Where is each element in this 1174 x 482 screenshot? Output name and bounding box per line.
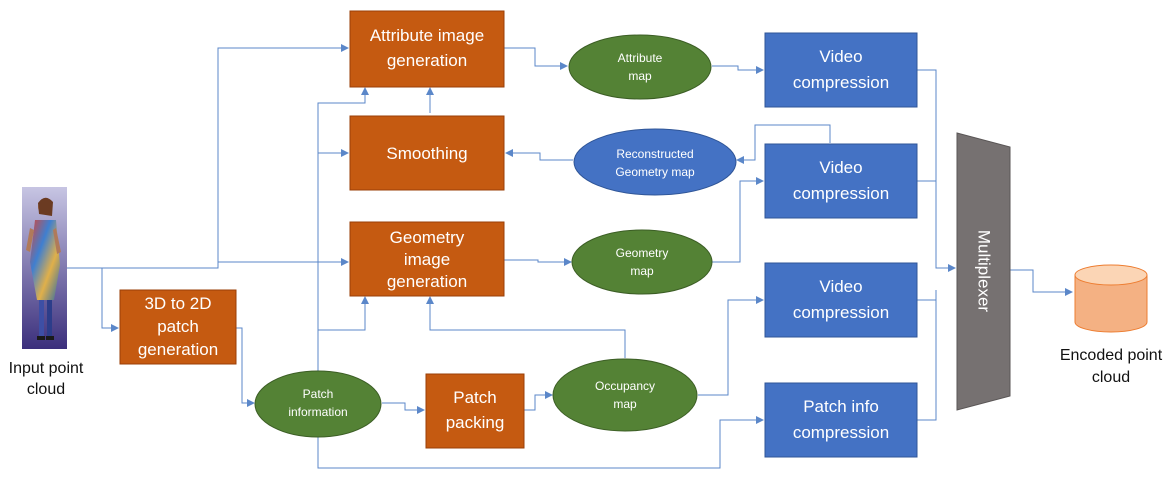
geometry-map-line-2: map [630,264,654,278]
video-compression-1-line-1: Video [819,47,862,66]
geometry-image-generation-line-1: Geometry [390,228,465,247]
video-compression-3-line-2: compression [793,303,889,322]
video-compression-2-box: Video compression [764,143,918,219]
edge-packing-to-occ [524,391,553,411]
geometry-image-generation-line-2: image [404,250,450,269]
patch-packing-box: Patch packing [425,373,525,449]
attribute-image-generation-box: Attribute image generation [349,10,505,88]
video-compression-3-box: Video compression [764,262,918,338]
reconstructed-geometry-map-line-2: Geometry map [615,165,695,179]
edge-geom-map-to-vc2 [712,177,764,263]
video-compression-2-line-1: Video [819,158,862,177]
patch-info-compression-box: Patch info compression [764,382,918,458]
attribute-map-line-1: Attribute [618,51,663,65]
patch-information-line-1: Patch [303,387,334,401]
patch-info-compression-line-1: Patch info [803,397,879,416]
edge-input-to-attr-gen [102,44,349,269]
edge-occ-to-vc3 [698,296,764,396]
edge-patch-gen-to-patch-info [236,327,255,407]
video-compression-1-line-2: compression [793,73,889,92]
edge-vc2-to-recon [736,124,831,164]
patch-info-compression-line-2: compression [793,423,889,442]
smoothing-box: Smoothing [349,115,505,191]
input-label-line-2: cloud [27,381,65,398]
patch-generation-line-3: generation [138,340,218,359]
geometry-map-ellipse: Geometry map [571,229,713,295]
edge-patch-info-bus [317,87,369,372]
output-label-line-1: Encoded point [1060,347,1163,364]
edge-geom-gen-to-geom-map [504,258,572,266]
patch-information-ellipse: Patch information [254,370,382,438]
video-compression-1-box: Video compression [764,32,918,108]
input-label-line-1: Input point [9,360,84,377]
geometry-map-line-1: Geometry [616,246,669,260]
attribute-map-ellipse: Attribute map [568,34,712,100]
input-label: Input point cloud [9,360,84,398]
video-compression-3-line-1: Video [819,277,862,296]
occupancy-map-line-1: Occupancy [595,379,655,393]
database-cylinder-icon [1074,264,1148,333]
patch-generation-line-1: 3D to 2D [144,294,211,313]
edge-recon-to-smoothing [505,149,573,161]
reconstructed-geometry-map-line-1: Reconstructed [616,147,693,161]
edge-vc1-to-mux [917,69,956,272]
geometry-image-generation-box: Geometry image generation [349,221,505,297]
occupancy-map-ellipse: Occupancy map [552,358,698,432]
edge-attr-map-to-vc1 [712,65,764,74]
patch-generation-line-2: patch [157,317,199,336]
patch-information-line-2: information [288,405,347,419]
output-label: Encoded point cloud [1060,347,1163,386]
patch-packing-line-1: Patch [453,388,496,407]
edge-input-to-patch-gen [101,268,119,332]
output-label-line-2: cloud [1092,369,1130,386]
geometry-image-generation-line-3: generation [387,272,467,291]
edges [67,44,1073,469]
input-point-cloud-image [22,187,67,349]
multiplexer-label: Multiplexer [975,230,994,313]
attribute-image-generation-line-2: generation [387,51,467,70]
attribute-map-line-2: map [628,69,652,83]
edge-patch-info-to-packing [382,402,425,414]
patch-packing-line-2: packing [446,413,505,432]
reconstructed-geometry-map-ellipse: Reconstructed Geometry map [573,128,737,196]
attribute-image-generation-line-1: Attribute image [370,26,484,45]
multiplexer-block: Multiplexer [956,132,1011,411]
edge-occ-to-geom-gen [426,296,626,358]
patch-generation-box: 3D to 2D patch generation [119,289,237,365]
edge-mux-to-output [1010,269,1073,296]
edge-attr-gen-to-attr-map [504,47,568,70]
edge-pic-to-mux [917,290,937,421]
video-compression-2-line-2: compression [793,184,889,203]
edge-bus-to-geom-gen [318,296,369,331]
smoothing-line-1: Smoothing [386,144,467,163]
person-figure [26,197,61,340]
edge-patch-info-to-pic [317,416,764,469]
occupancy-map-line-2: map [613,397,637,411]
